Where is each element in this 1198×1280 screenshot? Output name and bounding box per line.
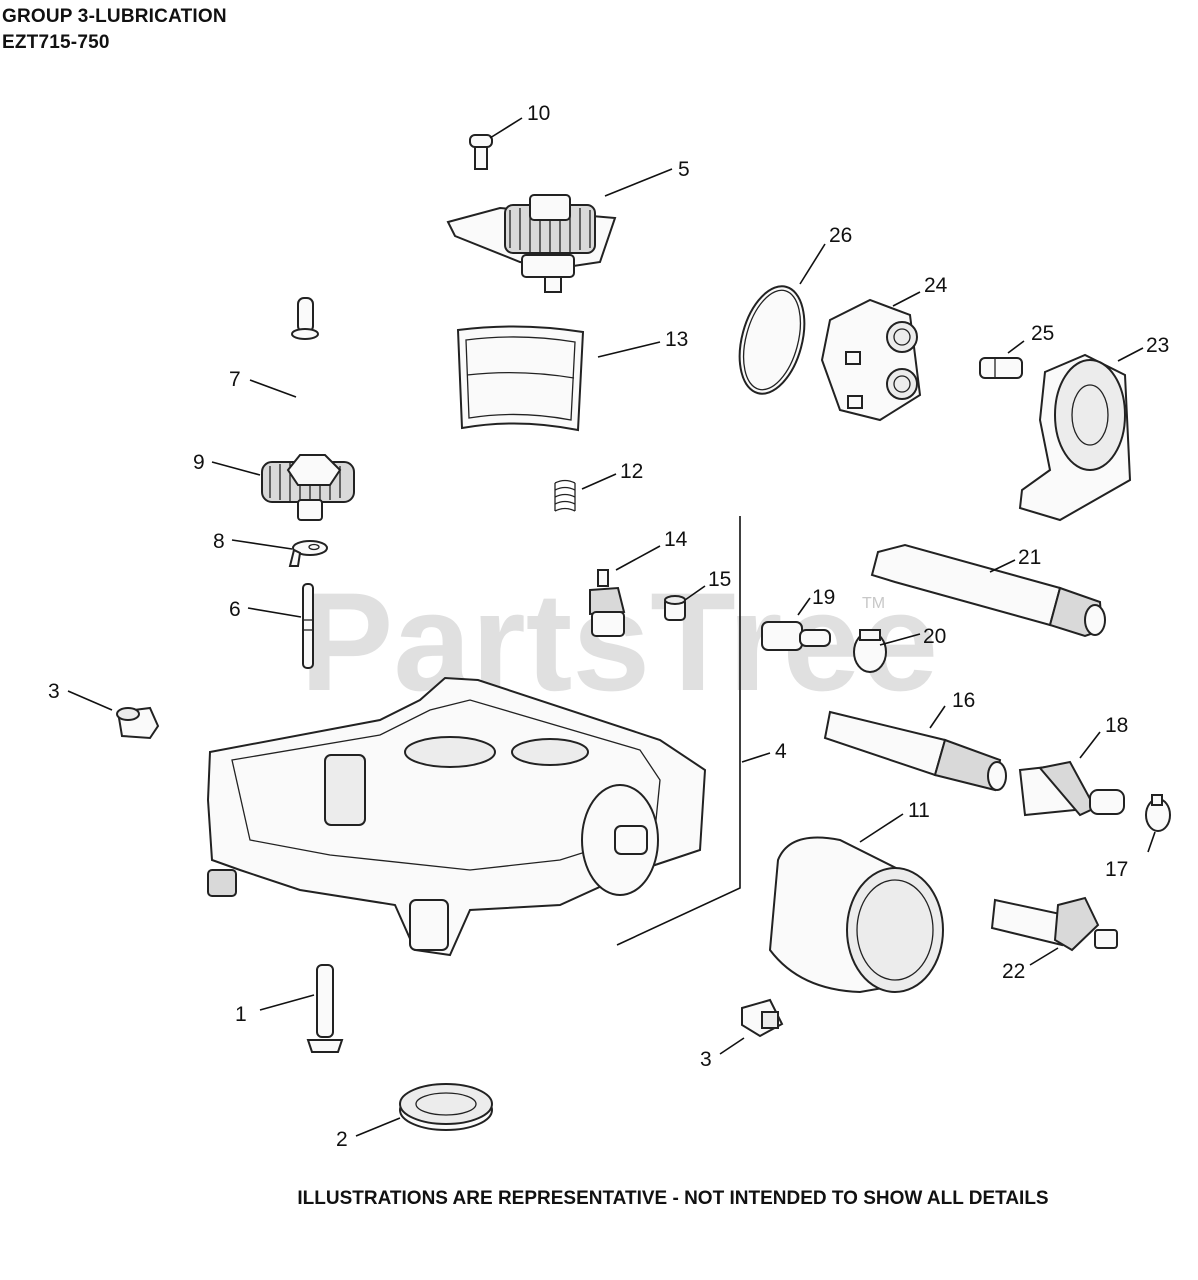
part-7-pin[interactable] <box>291 297 319 340</box>
callout-4: 4 <box>775 740 787 763</box>
callout-11: 11 <box>908 799 930 822</box>
part-16-hose[interactable] <box>823 710 1007 792</box>
callout-20: 20 <box>923 625 946 648</box>
part-6-shaft[interactable] <box>302 583 314 669</box>
part-13-screen[interactable] <box>456 325 585 432</box>
part-17-cap[interactable] <box>1145 794 1171 832</box>
callout-12: 12 <box>620 460 643 483</box>
disclaimer-text: ILLUSTRATIONS ARE REPRESENTATIVE - NOT I… <box>297 1188 1049 1209</box>
callout-2: 2 <box>336 1128 348 1151</box>
callout-23: 23 <box>1146 334 1169 357</box>
section-divider <box>616 516 741 946</box>
callout-16: 16 <box>952 689 975 712</box>
part-9-gear[interactable] <box>261 454 355 521</box>
watermark-tm: TM <box>862 595 885 612</box>
disclaimer-footer: ILLUSTRATIONS ARE REPRESENTATIVE - NOT I… <box>0 1188 1198 1210</box>
callout-22: 22 <box>1002 960 1025 983</box>
part-24-filter-adapter[interactable] <box>820 298 922 422</box>
watermark-text: PartsTree <box>300 563 938 720</box>
part-15-bushing[interactable] <box>664 595 686 621</box>
callout-9: 9 <box>193 451 205 474</box>
part-14-oil-sensor[interactable] <box>589 569 626 637</box>
part-22-drain-valve[interactable] <box>990 896 1118 952</box>
leader-lines <box>67 117 1156 1137</box>
callout-3-right: 3 <box>700 1048 712 1071</box>
callout-5: 5 <box>678 158 690 181</box>
callout-13: 13 <box>665 328 688 351</box>
part-20-hose-clamp[interactable] <box>853 629 887 673</box>
callout-1: 1 <box>235 1003 247 1026</box>
part-4-crankcase[interactable] <box>206 676 707 957</box>
part-3-plug-left[interactable] <box>116 706 160 740</box>
callout-7: 7 <box>229 368 241 391</box>
callout-6: 6 <box>229 598 241 621</box>
model-number: EZT715-750 <box>2 32 110 53</box>
callout-26: 26 <box>829 224 852 247</box>
part-11-oil-filter[interactable] <box>768 836 944 994</box>
part-19-fitting[interactable] <box>761 621 831 651</box>
callout-24: 24 <box>924 274 948 297</box>
callout-3-left: 3 <box>48 680 60 703</box>
part-10-screw[interactable] <box>469 134 493 170</box>
callout-21: 21 <box>1018 546 1041 569</box>
part-12-spring[interactable] <box>554 479 576 512</box>
callout-19: 19 <box>812 586 835 609</box>
callout-17: 17 <box>1105 858 1128 881</box>
callout-25: 25 <box>1031 322 1054 345</box>
callout-15: 15 <box>708 568 731 591</box>
callout-8: 8 <box>213 530 225 553</box>
part-18-valve[interactable] <box>1018 760 1125 817</box>
part-1-bolt[interactable] <box>306 964 344 1053</box>
callout-14: 14 <box>664 528 688 551</box>
part-8-clip[interactable] <box>288 540 328 567</box>
part-2-oil-seal[interactable] <box>399 1083 493 1131</box>
part-3-plug-right[interactable] <box>741 998 784 1038</box>
part-25-nipple[interactable] <box>979 357 1023 379</box>
callout-18: 18 <box>1105 714 1128 737</box>
diagram-title: GROUP 3-LUBRICATION <box>2 6 227 27</box>
part-21-hose[interactable] <box>870 543 1106 638</box>
part-23-filter-mount[interactable] <box>1018 353 1132 522</box>
part-5-gear-plate[interactable] <box>446 194 617 293</box>
callout-10: 10 <box>527 102 550 125</box>
part-26-o-ring[interactable] <box>729 279 815 401</box>
